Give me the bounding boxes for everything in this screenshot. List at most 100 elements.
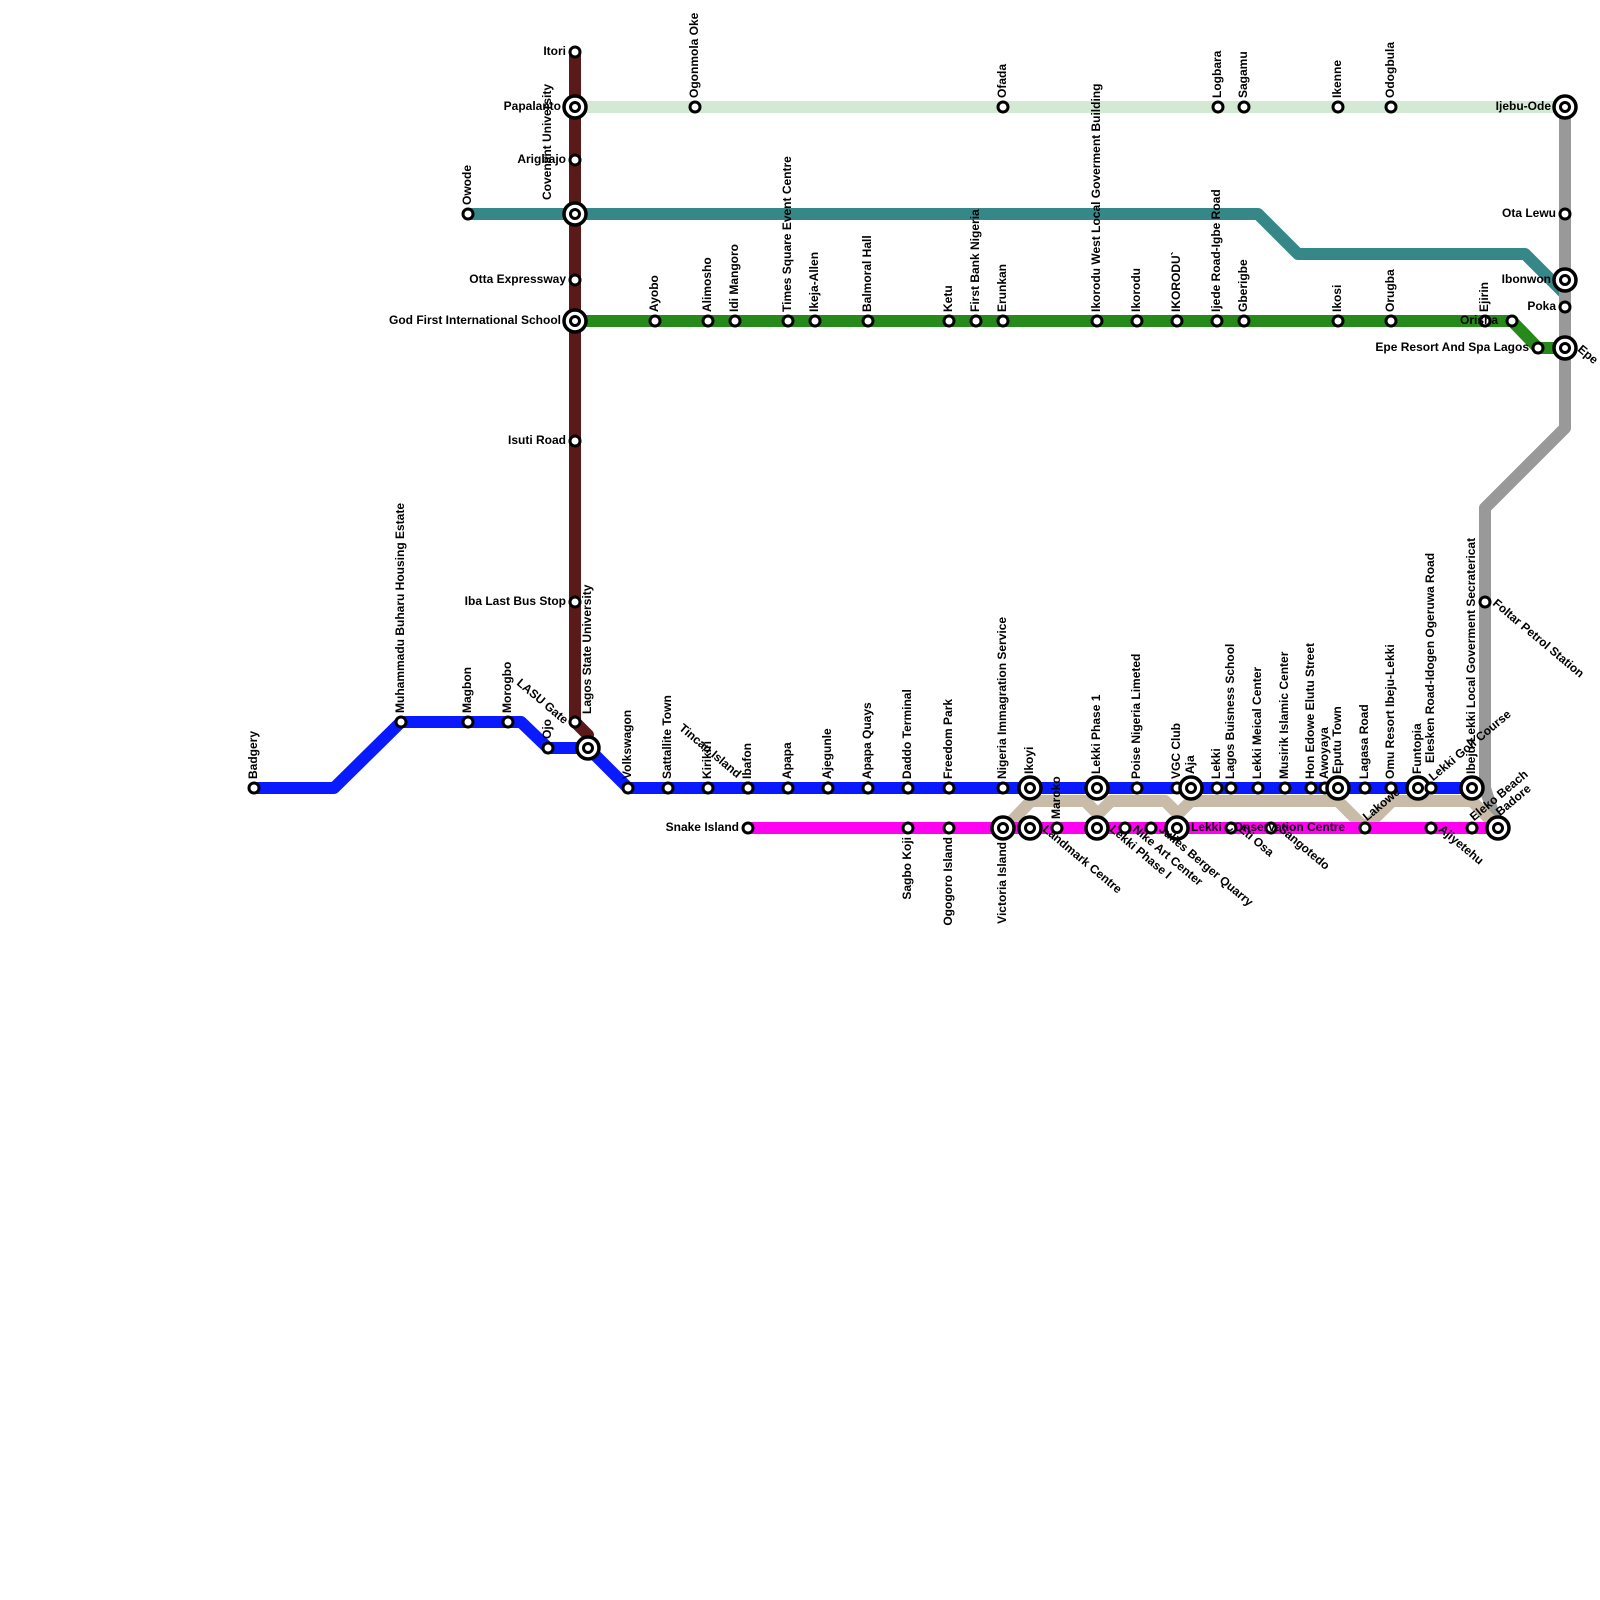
station-erunkan[interactable] (996, 314, 1010, 328)
station-balmoral-hall[interactable] (861, 314, 875, 328)
station-badgery[interactable] (247, 781, 261, 795)
station-landmark-centre[interactable] (1017, 815, 1043, 841)
station-musirik-islamic-center[interactable] (1278, 781, 1292, 795)
station-aja[interactable] (1178, 775, 1204, 801)
station-arigbajo[interactable] (568, 153, 582, 167)
station-ikeja-allen[interactable] (808, 314, 822, 328)
station-eti-osa[interactable] (1224, 821, 1238, 835)
station-label: Ajegunle (820, 728, 834, 779)
station-ejirin[interactable] (1478, 314, 1492, 328)
station-snake-island[interactable] (741, 821, 755, 835)
station-lakowe[interactable] (1358, 821, 1372, 835)
station-ketu[interactable] (942, 314, 956, 328)
station-idi-mangoro[interactable] (728, 314, 742, 328)
station-eleko-beach[interactable] (1465, 821, 1479, 835)
station-odogbula[interactable] (1384, 100, 1398, 114)
station-muhammadu-buharu-housing-estate[interactable] (394, 715, 408, 729)
station-apapa[interactable] (781, 781, 795, 795)
station-victoria-island[interactable] (990, 815, 1016, 841)
station-poise-nigeria-limeted[interactable] (1130, 781, 1144, 795)
station-eputu-town[interactable] (1325, 775, 1351, 801)
station-ikenne[interactable] (1331, 100, 1345, 114)
station-poka[interactable] (1558, 300, 1572, 314)
station-ikosi[interactable] (1331, 314, 1345, 328)
station-daddo-terminal[interactable] (901, 781, 915, 795)
station-freedom-park[interactable] (942, 781, 956, 795)
station-first-bank-nigeria[interactable] (969, 314, 983, 328)
station-ogogoro-island[interactable] (942, 821, 956, 835)
station-ikorodu[interactable] (1170, 314, 1184, 328)
station-sattallite-town[interactable] (661, 781, 675, 795)
station-label: Lekki COnservation Centre (1191, 820, 1345, 834)
station-magbon[interactable] (461, 715, 475, 729)
station-sagbo-koji[interactable] (901, 821, 915, 835)
station-omu-resort-ibeju-lekki[interactable] (1384, 781, 1398, 795)
station-lagasa-road[interactable] (1358, 781, 1372, 795)
station-ikorodu-west-local-goverment-building[interactable] (1090, 314, 1104, 328)
station-lagos-buisness-school[interactable] (1224, 781, 1238, 795)
station-alimosho[interactable] (701, 314, 715, 328)
station-label: Balmoral Hall (860, 235, 874, 312)
station-ibeju-lekki-local-goverment-secratericat[interactable] (1459, 775, 1485, 801)
station-hon-edowe-elutu-street[interactable] (1304, 781, 1318, 795)
station-papalanto[interactable] (562, 94, 588, 120)
station-nike-art-center[interactable] (1118, 821, 1132, 835)
station-ibonwon[interactable] (1552, 267, 1578, 293)
station-ayobo[interactable] (648, 314, 662, 328)
station-volkswagon[interactable] (621, 781, 635, 795)
station-label: Epe (1575, 342, 1600, 367)
station-lekki-phase-1[interactable] (1084, 775, 1110, 801)
station-ajiyetehu[interactable] (1424, 821, 1438, 835)
station-owode[interactable] (461, 207, 475, 221)
station-tincan-island[interactable] (741, 781, 755, 795)
station-label: Poka (1527, 299, 1556, 313)
station-maroko[interactable] (1050, 821, 1064, 835)
station-ogonmola-oke[interactable] (688, 100, 702, 114)
station-covenant-university[interactable] (562, 201, 588, 227)
station-epe-resort-and-spa-lagos[interactable] (1531, 341, 1545, 355)
station-iba-last-bus-stop[interactable] (568, 595, 582, 609)
station-label: Awoyaya (1317, 727, 1331, 779)
station-label: Apapa (780, 742, 794, 779)
station-nigeria-immagration-service[interactable] (996, 781, 1010, 795)
station-label: Ibonwon (1502, 272, 1551, 286)
stations (247, 45, 1578, 841)
station-label: Lekki (1209, 748, 1223, 779)
station-badore[interactable] (1485, 815, 1511, 841)
station-label: Apapa Quays (860, 702, 874, 779)
station-label: Ijebu-Ode (1496, 99, 1552, 113)
station-lekki[interactable] (1210, 781, 1224, 795)
station-god-first-international-school[interactable] (562, 308, 588, 334)
station-sangotedo[interactable] (1264, 821, 1278, 835)
station-times-square-event-centre[interactable] (781, 314, 795, 328)
station-isuti-road[interactable] (568, 434, 582, 448)
station-lekki-phase-i[interactable] (1084, 815, 1110, 841)
station-morogbo[interactable] (501, 715, 515, 729)
station-orisha[interactable] (1505, 314, 1519, 328)
station-elesken-road-idogen-ogeruwa-road[interactable] (1424, 781, 1438, 795)
station-ijebu-ode[interactable] (1552, 94, 1578, 120)
station-kirikiri[interactable] (701, 781, 715, 795)
station-ojo[interactable] (541, 741, 555, 755)
station-ijede-road-igbe-road[interactable] (1210, 314, 1224, 328)
station-ajegunle[interactable] (821, 781, 835, 795)
station-ota-lewu[interactable] (1558, 207, 1572, 221)
station-gberigbe[interactable] (1237, 314, 1251, 328)
station-orugba[interactable] (1384, 314, 1398, 328)
station-lasu-gate[interactable] (568, 715, 582, 729)
station-otta-expressway[interactable] (568, 273, 582, 287)
station-label: Volkswagon (620, 710, 634, 779)
station-epe[interactable] (1552, 335, 1578, 361)
station-apapa-quays[interactable] (861, 781, 875, 795)
station-lekki-conservation-centre[interactable] (1164, 815, 1190, 841)
station-foltar-petrol-station[interactable] (1478, 595, 1492, 609)
station-ikorodu[interactable] (1130, 314, 1144, 328)
station-ofada[interactable] (996, 100, 1010, 114)
station-julies-berger-quarry[interactable] (1144, 821, 1158, 835)
station-ikoyi[interactable] (1017, 775, 1043, 801)
station-lagos-state-university[interactable] (575, 735, 601, 761)
station-logbara[interactable] (1211, 100, 1225, 114)
station-itori[interactable] (568, 45, 582, 59)
station-lekki-meical-center[interactable] (1251, 781, 1265, 795)
station-sagamu[interactable] (1237, 100, 1251, 114)
